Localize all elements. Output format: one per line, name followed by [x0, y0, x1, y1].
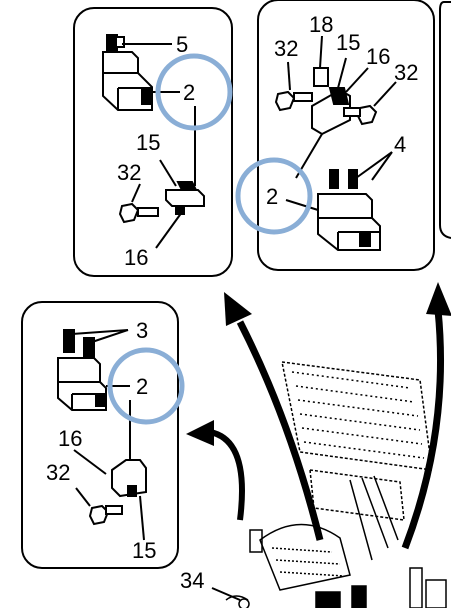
callout-5: 5 — [176, 32, 189, 57]
bolt-bottom-left — [88, 504, 123, 526]
callout-15-top-left: 15 — [136, 130, 161, 155]
leader-32-tl — [131, 183, 141, 203]
callout-4: 4 — [394, 132, 407, 157]
leader-34 — [211, 587, 241, 601]
arrowhead-top-left — [224, 292, 252, 326]
bolt-top-right-left — [274, 90, 313, 112]
leader-3-b — [91, 329, 129, 343]
callout-32-bottom-left: 32 — [46, 460, 71, 485]
bolt-top-right-right — [343, 104, 378, 126]
leader-18 — [319, 35, 323, 69]
leader-2-tr-b — [285, 199, 319, 211]
leader-15-tr — [337, 57, 347, 89]
callout-32-top-right-right: 32 — [394, 60, 419, 85]
leader-4-b — [371, 151, 393, 181]
relay-bottom-left — [57, 329, 107, 411]
leader-16-tr — [345, 67, 369, 93]
bracket-top-right — [311, 87, 351, 136]
leader-16-bl — [73, 449, 107, 475]
arrow-to-top-left — [236, 320, 324, 541]
relay-top-right — [317, 169, 381, 251]
callout-34: 34 — [180, 568, 205, 593]
callout-3: 3 — [136, 318, 149, 343]
panel-frame-top-right — [257, 0, 435, 271]
highlight-circle-bottom-left — [107, 347, 185, 425]
highlight-circle-top-left — [155, 53, 233, 131]
callout-18: 18 — [309, 12, 334, 37]
callout-15-top-right: 15 — [336, 30, 361, 55]
callout-2-bottom-left: 2 — [136, 374, 149, 399]
bracket-bottom-left — [111, 459, 147, 498]
callout-16-top-left: 16 — [124, 245, 149, 270]
arrow-to-bottom-left — [209, 429, 245, 521]
highlight-circle-top-right — [235, 157, 313, 235]
callout-32-top-left: 32 — [117, 160, 142, 185]
bolt-top-left — [118, 202, 159, 224]
arrowhead-bottom-left — [186, 420, 214, 446]
leader-32-bl — [75, 487, 91, 507]
callout-16-top-right: 16 — [366, 44, 391, 69]
leader-15-bl — [139, 495, 145, 541]
panel-frame-edge-right — [439, 0, 451, 239]
callout-32-top-right-left: 32 — [274, 36, 299, 61]
bracket-top-left — [165, 181, 205, 215]
leader-4-a — [355, 151, 393, 179]
arrowhead-top-right — [426, 282, 451, 316]
panel-frame-top-left — [73, 7, 233, 277]
callout-2-top-right: 2 — [266, 184, 279, 209]
panel-frame-bottom-left — [21, 301, 179, 569]
leader-32-tr-left — [287, 61, 291, 91]
callout-16-bottom-left: 16 — [58, 426, 83, 451]
callout-15-bottom-left: 15 — [132, 538, 157, 563]
arrow-to-top-right — [401, 309, 444, 550]
leader-15-tl — [159, 159, 177, 187]
main-assembly — [225, 361, 447, 608]
leader-16-tl — [155, 211, 183, 249]
callout-2-top-left: 2 — [183, 80, 196, 105]
clip-part — [313, 67, 329, 87]
leader-32-tr-right — [373, 81, 397, 107]
relay-top-left — [102, 34, 153, 111]
leader-3-a — [71, 329, 129, 335]
